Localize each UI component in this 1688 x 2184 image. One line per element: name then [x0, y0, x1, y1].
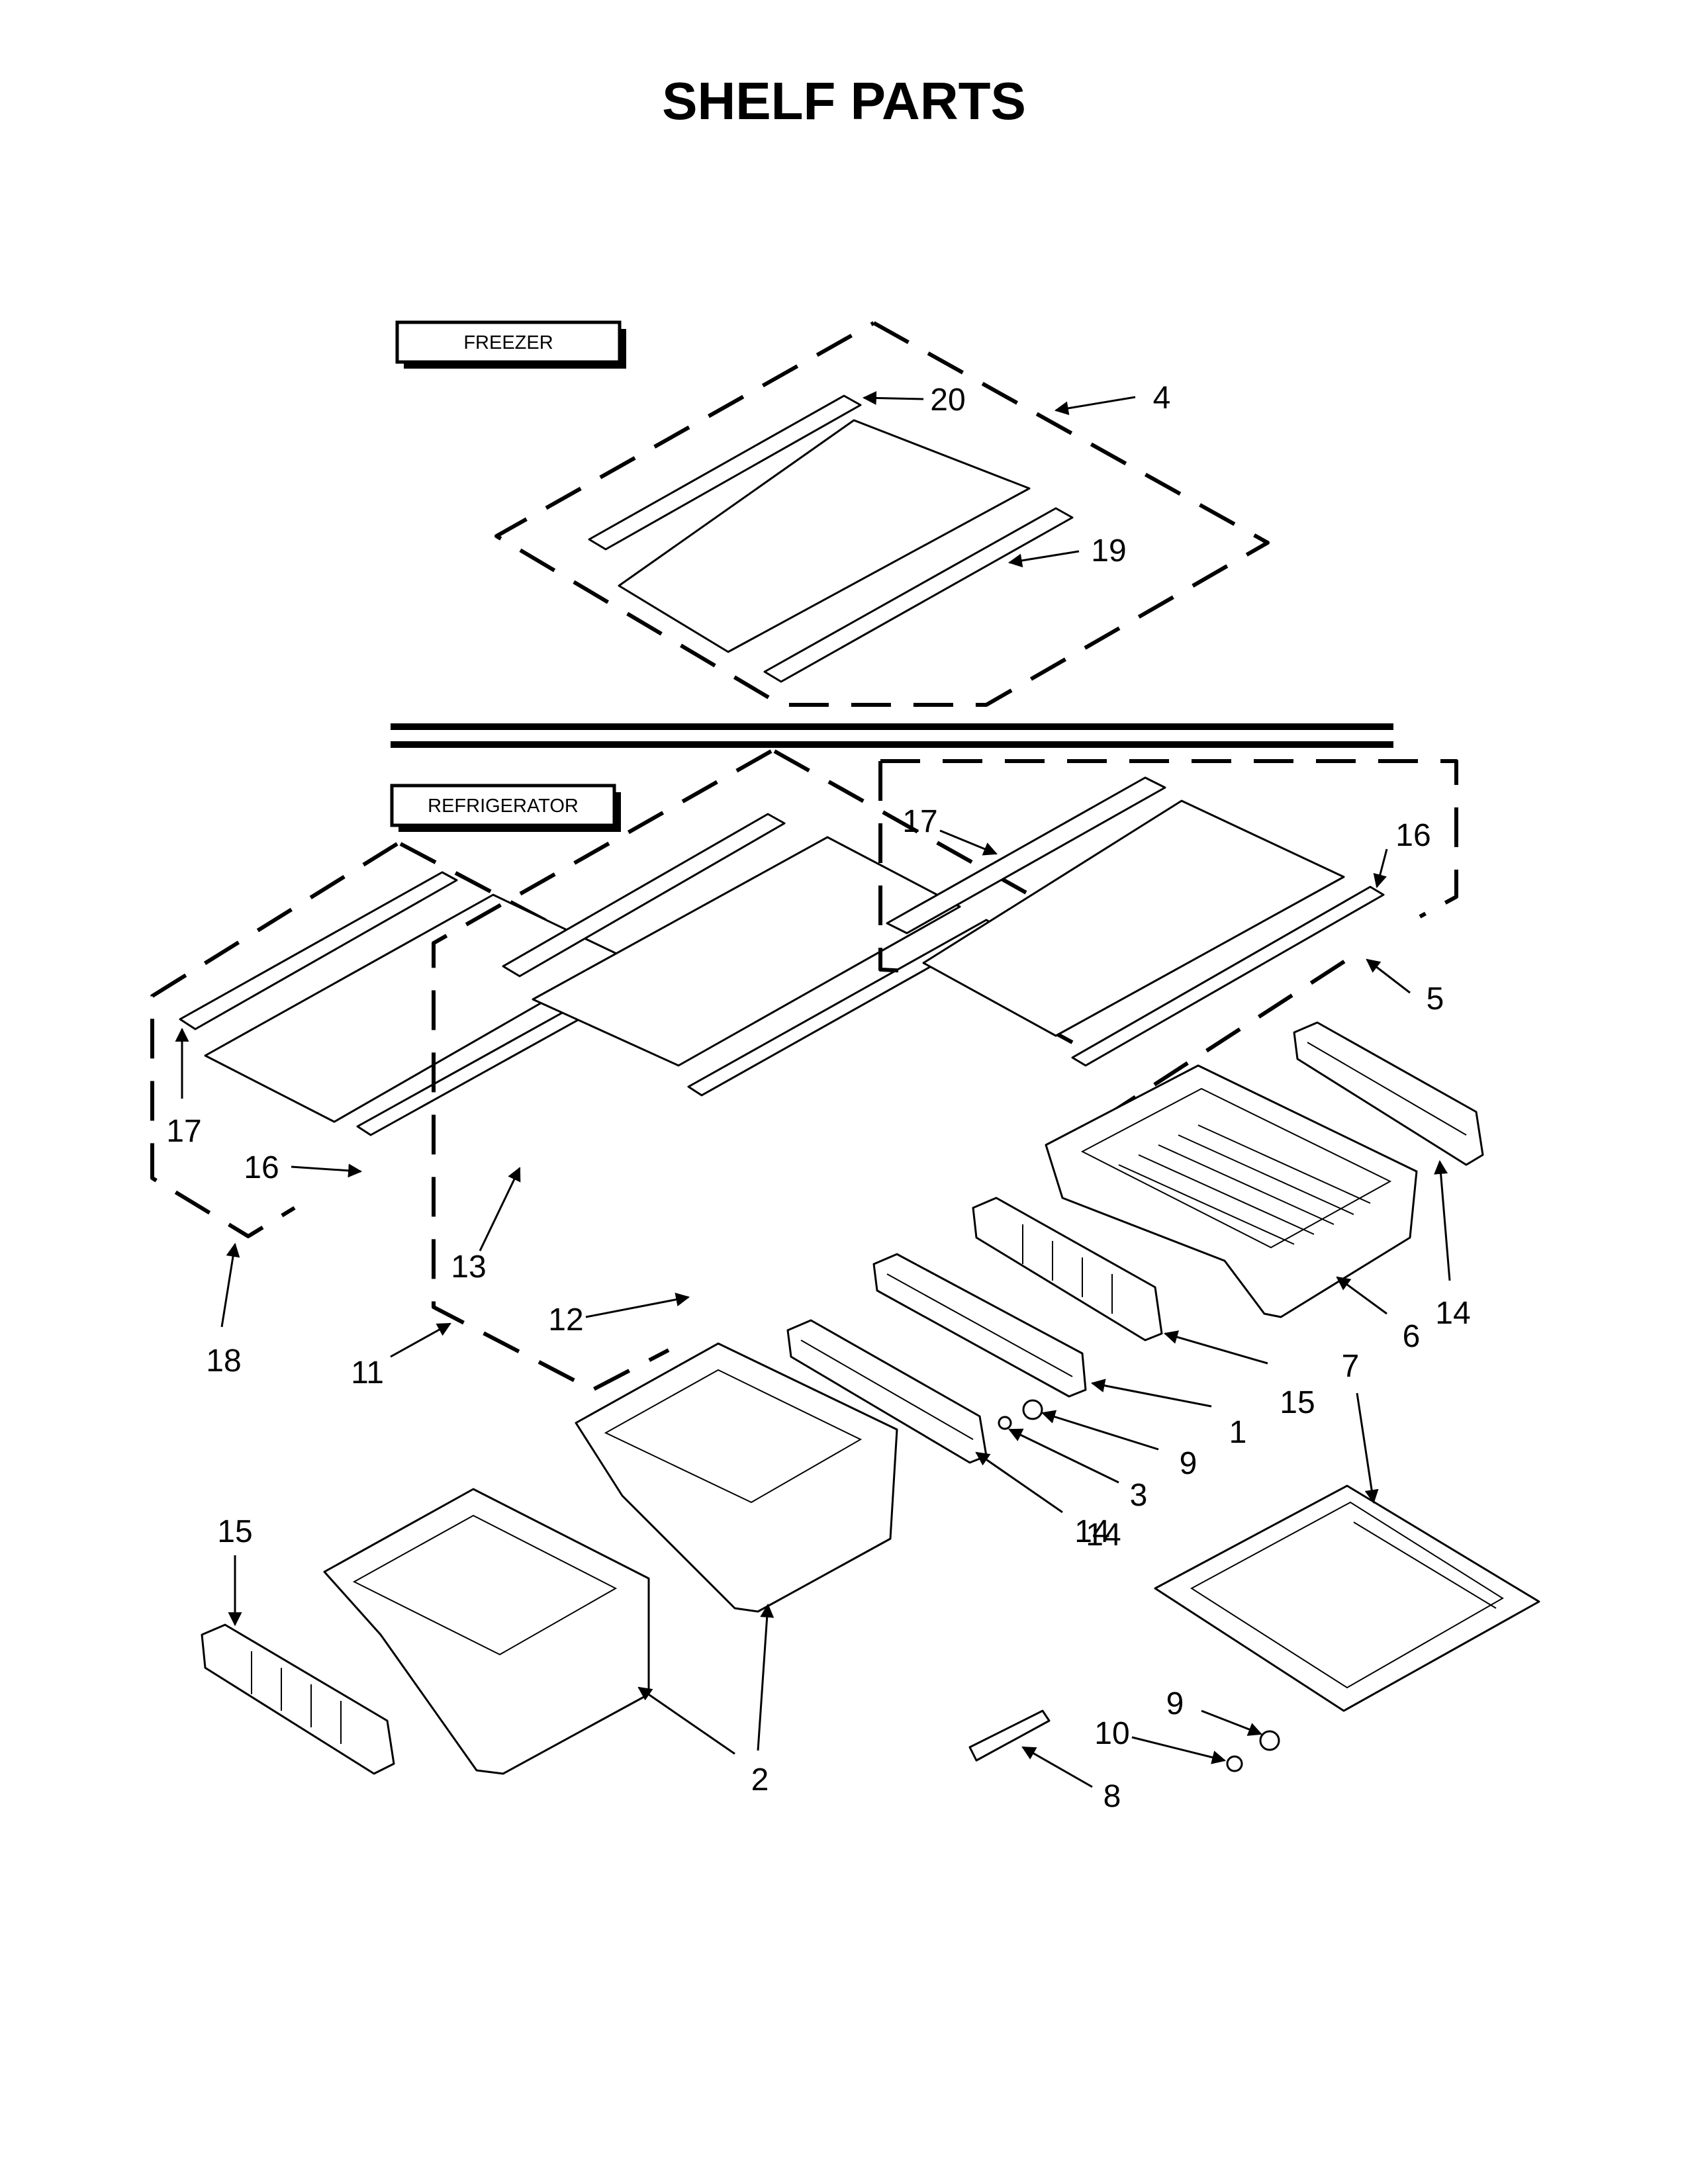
callout-11: 11	[351, 1355, 384, 1390]
callout-18: 18	[206, 1343, 241, 1379]
callout-14-middle: 14	[1074, 1514, 1109, 1549]
callout-20: 20	[930, 383, 965, 418]
callout-numbers: 20 4 19 17 16 5 17 16 18 13 12 11 14 6 1…	[166, 381, 1470, 1814]
callout-17-left: 17	[166, 1114, 201, 1149]
callout-14-right: 14	[1435, 1296, 1470, 1331]
callout-14-lower: 14	[1086, 1518, 1121, 1553]
leader-lines	[175, 390, 1451, 1788]
middle-shelf-assembly	[432, 749, 1041, 1392]
callout-5: 5	[1427, 981, 1444, 1017]
freezer-glass-shelf	[618, 419, 1031, 653]
crisper-drawer-lower	[323, 1488, 650, 1775]
callout-15-middle: 15	[1280, 1385, 1315, 1420]
middle-front-trim	[502, 813, 786, 978]
lower-fittings	[1226, 1730, 1280, 1772]
callout-4: 4	[1153, 381, 1171, 416]
callout-2: 2	[751, 1762, 769, 1797]
callout-6: 6	[1403, 1319, 1421, 1354]
callout-9-upper: 9	[1180, 1446, 1197, 1481]
page-title: SHELF PARTS	[662, 71, 1026, 130]
callout-7: 7	[1342, 1349, 1360, 1384]
crisper-drawer-upper	[575, 1342, 898, 1613]
callout-16-left: 16	[244, 1150, 279, 1185]
callout-10: 10	[1094, 1716, 1129, 1751]
freezer-rear-trim	[763, 507, 1074, 683]
callout-3: 3	[1130, 1478, 1148, 1513]
crisper-cover	[1154, 1484, 1540, 1712]
callout-9-lower: 9	[1166, 1686, 1184, 1721]
svg-text:FREEZER: FREEZER	[463, 332, 553, 353]
freezer-label: FREEZER	[395, 320, 626, 369]
callout-1: 1	[1229, 1415, 1247, 1450]
deli-drawer	[1045, 1064, 1418, 1318]
right-front-trim	[886, 776, 1166, 934]
callout-13: 13	[451, 1250, 486, 1285]
callout-17: 17	[902, 804, 937, 839]
right-rear-trim	[1071, 886, 1385, 1067]
middle-glass-shelf	[532, 836, 961, 1067]
middle-drawer-cover	[972, 1197, 1163, 1342]
refrigerator-label: REFRIGERATOR	[390, 784, 621, 832]
right-drawer-slide	[1293, 1021, 1484, 1166]
lower-left-drawer-cover	[201, 1623, 395, 1775]
small-fittings	[998, 1399, 1043, 1430]
left-front-trim	[179, 871, 458, 1030]
center-slide-rail	[872, 1253, 1087, 1398]
callout-16: 16	[1395, 818, 1430, 853]
freezer-front-trim	[588, 394, 862, 551]
right-shelf-assembly	[878, 759, 1458, 1120]
right-glass-shelf	[922, 799, 1345, 1037]
section-divider	[391, 723, 1393, 748]
left-shelf-assembly	[150, 842, 690, 1238]
callout-12: 12	[548, 1302, 583, 1338]
callout-8: 8	[1103, 1779, 1121, 1814]
svg-text:REFRIGERATOR: REFRIGERATOR	[428, 796, 579, 817]
freezer-shelf-assembly	[494, 321, 1270, 707]
cover-clip	[968, 1709, 1051, 1762]
callout-15-lower: 15	[217, 1514, 252, 1549]
callout-19: 19	[1091, 533, 1126, 569]
